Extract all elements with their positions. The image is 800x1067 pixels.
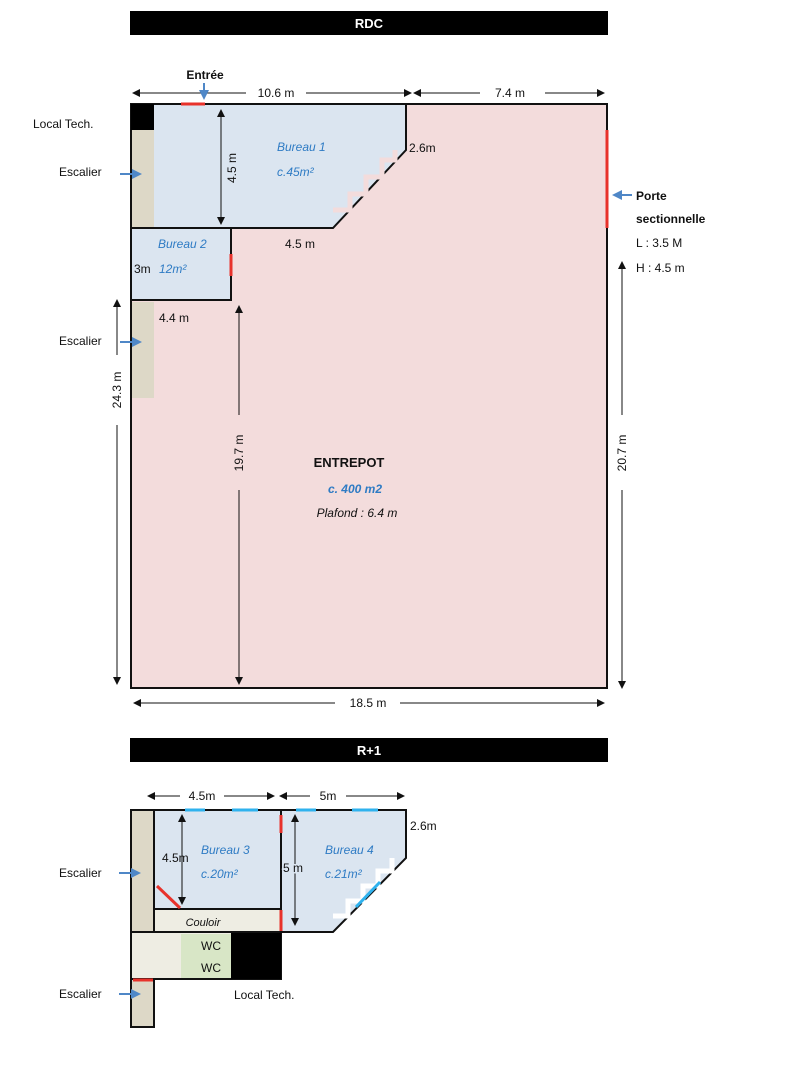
dim-top-right: 7.4 m bbox=[495, 86, 525, 100]
bureau-1-wall bbox=[131, 103, 407, 229]
bureau-2-area: 12m² bbox=[159, 262, 187, 276]
bureau-4-diagonal-steps bbox=[333, 858, 395, 919]
r1-stairs-label-2: Escalier bbox=[59, 987, 102, 1001]
bureau-3-area: c.20m² bbox=[201, 867, 239, 881]
r1-local-tech-block bbox=[231, 933, 281, 979]
wc-2-room bbox=[181, 956, 231, 978]
r1-local-tech-label: Local Tech. bbox=[234, 988, 295, 1002]
dim-bottom: 18.5 m bbox=[350, 696, 387, 710]
dim-r1-diag: 2.6m bbox=[410, 819, 437, 833]
dim-left: 24.3 m bbox=[110, 372, 124, 409]
dim-top-left: 10.6 m bbox=[258, 86, 295, 100]
warehouse-area: c. 400 m2 bbox=[328, 482, 382, 496]
door-label-2: sectionnelle bbox=[636, 212, 706, 226]
warehouse-name: ENTREPOT bbox=[314, 455, 385, 470]
dim-bureau1-diag: 2.6m bbox=[409, 141, 436, 155]
bureau-1-area: c.45m² bbox=[277, 165, 315, 179]
r1-title: R+1 bbox=[357, 743, 381, 758]
window-5 bbox=[354, 880, 382, 909]
bureau-4-area: c.21m² bbox=[325, 867, 363, 881]
stairs-label-1: Escalier bbox=[59, 165, 102, 179]
wc-1-label: WC bbox=[201, 939, 221, 953]
rdc-title-band bbox=[130, 11, 608, 35]
entrance-label: Entrée bbox=[186, 68, 224, 82]
door-height: H : 4.5 m bbox=[636, 261, 685, 275]
dim-inner: 19.7 m bbox=[232, 435, 246, 472]
dim-bureau3-width: 4.5m bbox=[189, 789, 216, 803]
dim-bureau1-bottom: 4.5 m bbox=[285, 237, 315, 251]
bureau-2-name: Bureau 2 bbox=[158, 237, 207, 251]
dim-right: 20.7 m bbox=[615, 435, 629, 472]
bureau-2-room bbox=[130, 227, 232, 301]
local-tech-block bbox=[131, 104, 154, 130]
dim-bureau3-height: 4.5m bbox=[162, 851, 189, 865]
rdc-title: RDC bbox=[355, 16, 384, 31]
r1-title-band bbox=[130, 738, 608, 762]
stairs-strip-upper bbox=[132, 130, 154, 228]
door-label-1: Porte bbox=[636, 189, 667, 203]
bureau-3-name: Bureau 3 bbox=[201, 843, 250, 857]
warehouse-ceiling: Plafond : 6.4 m bbox=[317, 506, 398, 520]
wc-2-label: WC bbox=[201, 961, 221, 975]
local-tech-label: Local Tech. bbox=[33, 117, 94, 131]
corridor-label: Couloir bbox=[186, 917, 222, 929]
stairs-label-2: Escalier bbox=[59, 334, 102, 348]
bureau-4-name: Bureau 4 bbox=[325, 843, 374, 857]
dim-bureau2-width: 4.4 m bbox=[159, 311, 189, 325]
bureau-1-diagonal-steps bbox=[333, 150, 398, 213]
bureau-3-door bbox=[155, 884, 182, 910]
dim-bureau1-height: 4.5 m bbox=[225, 153, 239, 183]
dim-bureau4-width: 5m bbox=[320, 789, 337, 803]
door-width: L : 3.5 M bbox=[636, 236, 682, 250]
dim-bureau4-height: 5 m bbox=[283, 861, 303, 875]
dim-bureau2-height: 3m bbox=[134, 262, 151, 276]
r1-stairs-label-1: Escalier bbox=[59, 866, 102, 880]
stairs-strip-lower bbox=[132, 302, 154, 398]
wc-1-room bbox=[181, 934, 231, 956]
bureau-1-name: Bureau 1 bbox=[277, 140, 326, 154]
